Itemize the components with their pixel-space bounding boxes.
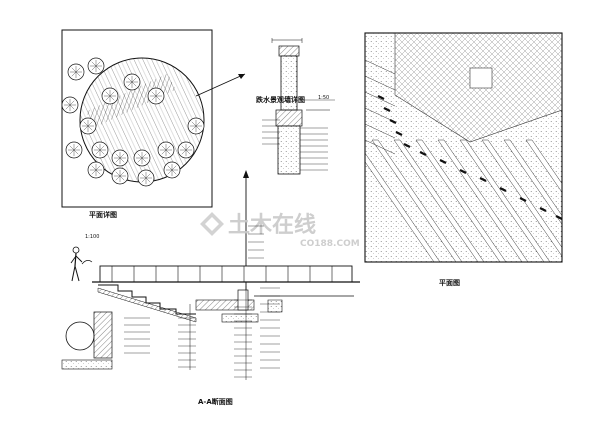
watermark-logo-icon bbox=[200, 212, 224, 236]
plank-stripes bbox=[365, 59, 562, 262]
tree-icon bbox=[101, 87, 119, 105]
tree-icon bbox=[67, 63, 85, 81]
tree-icon bbox=[133, 149, 151, 167]
plan-detail-view bbox=[61, 29, 213, 208]
plan-frame bbox=[364, 32, 563, 263]
tree-icon bbox=[91, 141, 109, 159]
stair-profile bbox=[98, 284, 196, 315]
watermark-site: CO188.COM bbox=[300, 239, 360, 249]
plan-detail-frame bbox=[61, 29, 213, 208]
plan-detail-caption: 平面详图 bbox=[89, 210, 117, 219]
tree-icon bbox=[87, 57, 105, 75]
callout-arrow bbox=[195, 73, 246, 97]
tree-icon bbox=[137, 169, 155, 187]
tree-icon bbox=[147, 87, 165, 105]
wall-detail-annotations bbox=[262, 119, 328, 171]
dimension-mark-left: 1:100 bbox=[85, 234, 99, 240]
dimension-mark-right: 1:50 bbox=[318, 95, 329, 101]
section-caption: A-A断面图 bbox=[198, 397, 233, 406]
plan-caption: 平面图 bbox=[439, 278, 460, 287]
pool-basin bbox=[195, 299, 255, 311]
watermark-logo-text: 土木在线 bbox=[228, 212, 316, 238]
railing-posts bbox=[111, 266, 333, 282]
wall-detail-caption: 跌水景观墙详图 bbox=[256, 95, 305, 104]
tree-icon bbox=[187, 117, 205, 135]
tree-icon bbox=[157, 141, 175, 159]
wall-footing bbox=[277, 125, 301, 175]
tree-icon bbox=[61, 96, 79, 114]
detail-callout-circle bbox=[65, 321, 95, 351]
tree-icon bbox=[177, 141, 195, 159]
detail-callout-box bbox=[93, 311, 113, 359]
person-figure-icon bbox=[70, 246, 93, 282]
plan-marker-dashes bbox=[377, 95, 562, 220]
wall-base bbox=[275, 109, 303, 127]
paving-inset bbox=[469, 67, 493, 89]
wall-cap bbox=[278, 45, 300, 57]
section-annotations bbox=[124, 225, 280, 380]
wall-detail-view bbox=[262, 38, 335, 175]
tree-icon bbox=[65, 141, 83, 159]
tree-icon bbox=[87, 161, 105, 179]
tree-symbols bbox=[61, 57, 205, 187]
tree-icon bbox=[123, 73, 141, 91]
section-view: 1:100 1:50 bbox=[61, 95, 360, 380]
tree-icon bbox=[163, 161, 181, 179]
railing-bar bbox=[99, 265, 353, 283]
plan-view bbox=[364, 32, 563, 263]
watermark: 土木在线 CO188.COM bbox=[200, 212, 360, 249]
tree-icon bbox=[111, 167, 129, 185]
tree-icon bbox=[111, 149, 129, 167]
tree-icon bbox=[79, 117, 97, 135]
